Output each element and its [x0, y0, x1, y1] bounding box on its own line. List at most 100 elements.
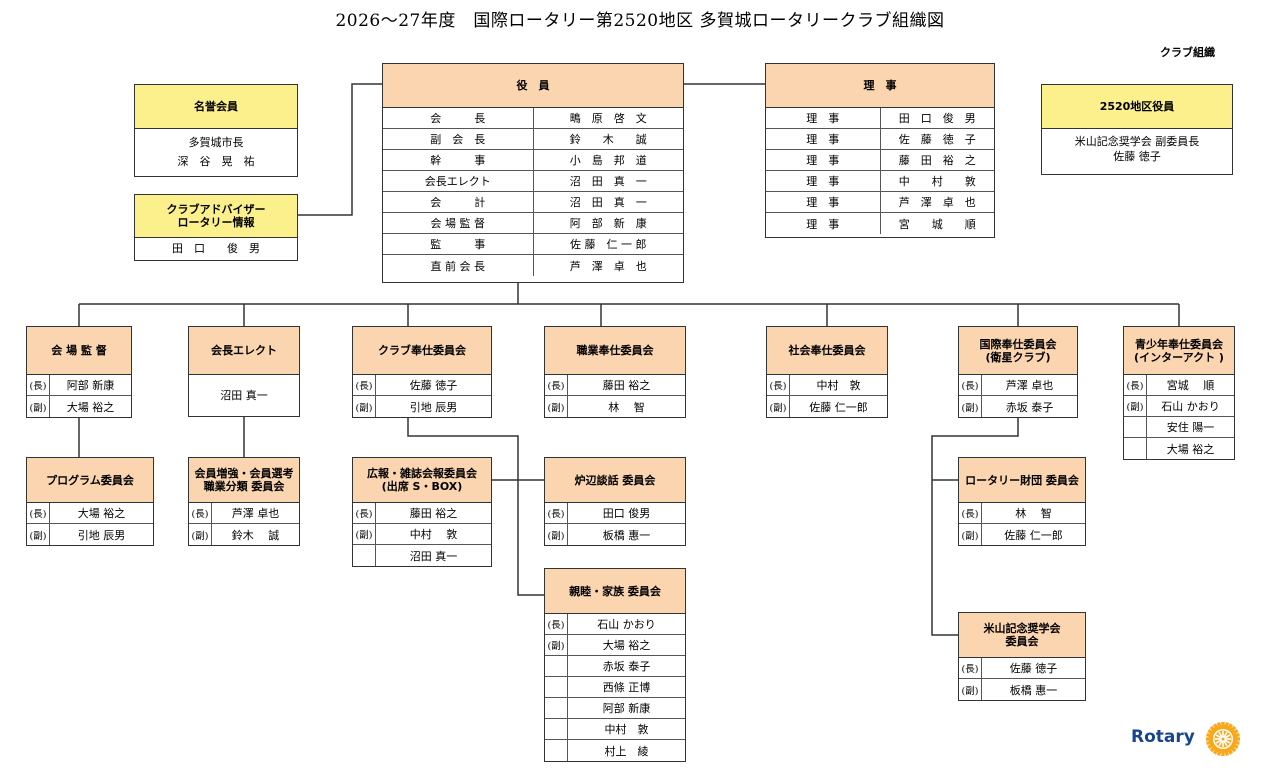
- international-service-committee-box: 国際奉仕委員会 (衛星クラブ)(長)芦澤 卓也(副)赤坂 泰子: [958, 326, 1078, 418]
- member-name-cell: 沼田 真一: [409, 549, 458, 563]
- member-name-cell: 宮城 順: [1166, 379, 1215, 392]
- table-row: 大場 裕之: [1124, 438, 1234, 459]
- role-cell: [545, 656, 568, 676]
- role-cell: (副): [959, 396, 982, 417]
- table-row: 副 会 長鈴 木 誠: [383, 129, 683, 150]
- member-name-cell: 阿 部 新 康: [569, 217, 647, 230]
- table-row: 会 計沼 田 真 一: [383, 192, 683, 213]
- rotary-wheel-icon: [1206, 722, 1240, 756]
- member-name-cell: 藤田 裕之: [602, 379, 651, 392]
- table-row: 会 長鴫 原 啓 文: [383, 108, 683, 129]
- member-name-cell: 芦澤 卓也: [231, 507, 280, 520]
- role-cell: (副): [545, 635, 568, 655]
- table-row: 西條 正博: [545, 677, 685, 698]
- member-name-cell: 西條 正博: [602, 681, 651, 694]
- member-name-cell: 佐藤 仁一郎: [809, 400, 868, 414]
- membership-committee-box: 会員増強・会員選考 職業分類 委員会(長)芦澤 卓也(副)鈴木 誠: [188, 457, 300, 546]
- public-relations-committee-header: 広報・雑誌会報委員会 (出席 S・BOX): [353, 458, 491, 503]
- program-committee-header: プログラム委員会: [27, 458, 153, 503]
- position-cell: 会 長: [383, 108, 534, 128]
- table-row: (長)佐藤 徳子: [959, 658, 1085, 679]
- directors-table: 理 事田 口 俊 男理 事佐 藤 徳 子理 事藤 田 裕 之理 事中 村 敦理 …: [766, 108, 994, 234]
- member-name-cell: 田 口 俊 男: [898, 112, 976, 125]
- role-cell: (副): [959, 679, 982, 700]
- table-row: 村上 綾: [545, 740, 685, 761]
- role-cell: (長): [959, 503, 982, 523]
- president-elect-committee-header: 会長エレクト: [189, 327, 299, 375]
- position-cell: 監 事: [383, 234, 534, 254]
- role-cell: (長): [353, 503, 376, 523]
- role-cell: [353, 545, 376, 566]
- directors-header: 理 事: [766, 64, 994, 108]
- role-cell: (長): [27, 503, 50, 523]
- table-row: (長) 阿部 新康: [27, 375, 131, 396]
- member-name-cell: 阿部 新康: [66, 379, 115, 392]
- role-cell: [1124, 438, 1147, 459]
- table-row: 会 場 監 督阿 部 新 康: [383, 213, 683, 234]
- district-officer-box: 2520地区役員 米山記念奨学会 副委員長 佐藤 徳子: [1041, 84, 1233, 175]
- table-row: 理 事中 村 敦: [766, 171, 994, 192]
- role-cell: (長): [27, 375, 50, 395]
- role-cell: (副): [767, 396, 790, 417]
- chart-subtitle: クラブ組織: [1160, 46, 1215, 59]
- table-row: 阿部 新康: [545, 698, 685, 719]
- table-row: 理 事佐 藤 徳 子: [766, 129, 994, 150]
- table-row: (長)宮城 順: [1124, 375, 1234, 396]
- member-name-cell: 中村 敦: [409, 528, 458, 541]
- president-elect-committee-box: 会長エレクト沼田 真一: [188, 326, 300, 417]
- role-cell: (副): [27, 396, 50, 417]
- position-cell: 副 会 長: [383, 129, 534, 149]
- role-cell: (副): [353, 396, 376, 417]
- club-adviser-header: クラブアドバイザー ロータリー情報: [135, 195, 297, 238]
- role-cell: (長): [545, 503, 568, 523]
- member-name-cell: 田口 俊男: [602, 507, 651, 520]
- officers-header: 役 員: [383, 64, 683, 108]
- member-name-cell: 村上 綾: [604, 744, 649, 758]
- table-row: (長) 田口 俊男: [545, 503, 685, 524]
- yoneyama-scholarship-committee-box: 米山記念奨学会 委員会(長)佐藤 徳子(副)板橋 惠一: [958, 612, 1086, 701]
- table-row: (長)芦澤 卓也: [189, 503, 299, 524]
- member-name-cell: 阿部 新康: [602, 702, 651, 715]
- president-elect-member-name: 沼田 真一: [220, 389, 268, 402]
- position-cell: 幹 事: [383, 150, 534, 170]
- role-cell: [545, 740, 568, 761]
- table-row: (副)大場 裕之: [545, 635, 685, 656]
- fireside-committee-header: 炉辺談話 委員会: [545, 458, 685, 503]
- table-row: 中村 敦: [545, 719, 685, 740]
- fellowship-committee-header: 親睦・家族 委員会: [545, 569, 685, 614]
- member-name-cell: 沼 田 真 一: [569, 196, 647, 209]
- role-cell: [545, 677, 568, 697]
- member-name-cell: 大場 裕之: [77, 507, 126, 520]
- member-name-cell: 中 村 敦: [898, 175, 976, 188]
- table-row: (副) 佐藤 仁一郎: [767, 396, 887, 417]
- table-row: (副)中村 敦: [353, 524, 491, 545]
- table-row: 会長エレクト沼 田 真 一: [383, 171, 683, 192]
- honorary-member-header: 名誉会員: [135, 85, 297, 129]
- table-row: 直 前 会 長芦 澤 卓 也: [383, 255, 683, 276]
- member-name-cell: 大場 裕之: [66, 400, 115, 414]
- table-row: 理 事芦 澤 卓 也: [766, 192, 994, 213]
- role-cell: (長): [767, 375, 790, 395]
- member-name-cell: 中村 敦: [604, 723, 649, 736]
- position-cell: 会 場 監 督: [383, 213, 534, 233]
- role-cell: (副): [27, 524, 50, 545]
- position-cell: 会長エレクト: [383, 171, 534, 191]
- rotary-foundation-committee-header: ロータリー財団 委員会: [959, 458, 1085, 503]
- table-row: 幹 事小 島 邦 道: [383, 150, 683, 171]
- table-row: 理 事宮 城 順: [766, 213, 994, 234]
- role-cell: (長): [545, 614, 568, 634]
- member-name-cell: 鈴 木 誠: [569, 133, 647, 146]
- position-cell: 理 事: [766, 129, 881, 149]
- position-cell: 理 事: [766, 171, 881, 191]
- role-cell: (副): [545, 524, 568, 545]
- role-cell: [1124, 417, 1147, 437]
- member-name-cell: 小 島 邦 道: [569, 154, 647, 167]
- table-row: 赤坂 泰子: [545, 656, 685, 677]
- member-name-cell: 芦澤 卓也: [1005, 379, 1054, 392]
- table-row: 安住 陽一: [1124, 417, 1234, 438]
- member-name-cell: 引地 辰男: [77, 528, 126, 542]
- position-cell: 理 事: [766, 192, 881, 212]
- role-cell: (副): [959, 524, 982, 545]
- table-row: (長) 大場 裕之: [27, 503, 153, 524]
- member-name-cell: 佐藤 徳子: [409, 379, 458, 392]
